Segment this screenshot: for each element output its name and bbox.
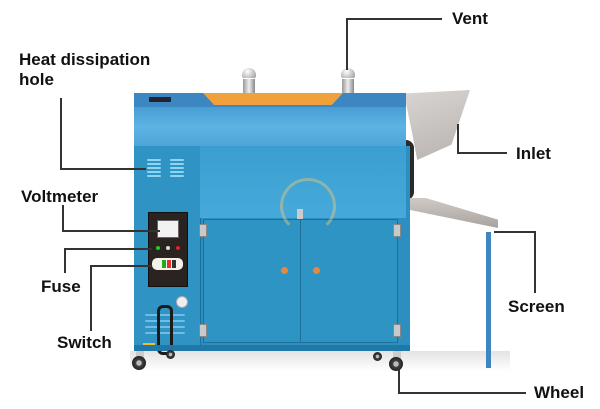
leader-inlet-h: [457, 152, 507, 154]
hinge: [393, 224, 401, 237]
switch-on-button: [162, 260, 166, 268]
leader-inlet-v: [457, 124, 459, 153]
screen-support-leg: [486, 232, 491, 368]
leader-screen-h: [494, 231, 535, 233]
fuse-holder: [166, 246, 170, 250]
door-knob-right: [313, 267, 320, 274]
label-voltmeter: Voltmeter: [21, 187, 99, 206]
leader-wheel-v: [398, 370, 400, 393]
leader-screen-v: [534, 231, 536, 293]
switch-stop-button: [172, 260, 176, 268]
leader-voltmeter-h: [62, 230, 160, 232]
caster-bracket: [136, 351, 144, 359]
label-inlet: Inlet: [516, 144, 551, 163]
door-left: [203, 219, 301, 343]
label-screen: Screen: [508, 297, 565, 316]
leader-vent-h: [346, 18, 442, 20]
door-right: [300, 219, 398, 343]
vent-cap-right: [341, 68, 355, 78]
label-line-1: Heat dissipation: [19, 50, 151, 69]
gas-valve: [176, 296, 188, 308]
wheel-back-right: [373, 352, 382, 361]
top-indicator: [149, 97, 171, 102]
label-vent: Vent: [452, 9, 488, 28]
watermark-logo: [280, 178, 336, 234]
wheel-back-left: [166, 350, 175, 359]
leader-heat-dissipation-h: [60, 168, 146, 170]
indicator-red: [176, 246, 180, 250]
leader-heat-dissipation-v: [60, 98, 62, 169]
label-heat-dissipation-hole: Heat dissipation hole: [19, 50, 150, 90]
leader-switch-h: [90, 265, 152, 267]
switch-off-button: [167, 260, 171, 268]
hinge: [199, 224, 207, 237]
leader-voltmeter-v: [62, 205, 64, 231]
hinge: [199, 324, 207, 337]
wheel-front-right: [389, 357, 403, 371]
wheel-front-left: [132, 356, 146, 370]
vent-pipe-left: [243, 79, 255, 93]
label-fuse: Fuse: [41, 277, 81, 296]
nameplate: [203, 93, 343, 105]
vent-cap-left: [242, 68, 256, 78]
leader-fuse-v: [64, 248, 66, 273]
label-wheel: Wheel: [534, 383, 585, 402]
base-rail: [134, 345, 410, 351]
leader-fuse-h: [64, 248, 152, 250]
power-cord: [157, 305, 173, 355]
leader-vent-v: [346, 18, 348, 70]
caster-bracket: [393, 351, 401, 359]
door-knob-left: [281, 267, 288, 274]
discharge-screen: [410, 198, 498, 228]
label-switch: Switch: [57, 333, 112, 352]
leader-switch-v: [90, 265, 92, 331]
indicator-green: [156, 246, 160, 250]
floor-shadow: [130, 351, 510, 371]
hinge: [393, 324, 401, 337]
vent-pipe-right: [342, 79, 354, 93]
label-line-2: hole: [19, 70, 54, 89]
voltmeter-gauge: [157, 220, 179, 238]
leader-wheel-h: [398, 392, 526, 394]
